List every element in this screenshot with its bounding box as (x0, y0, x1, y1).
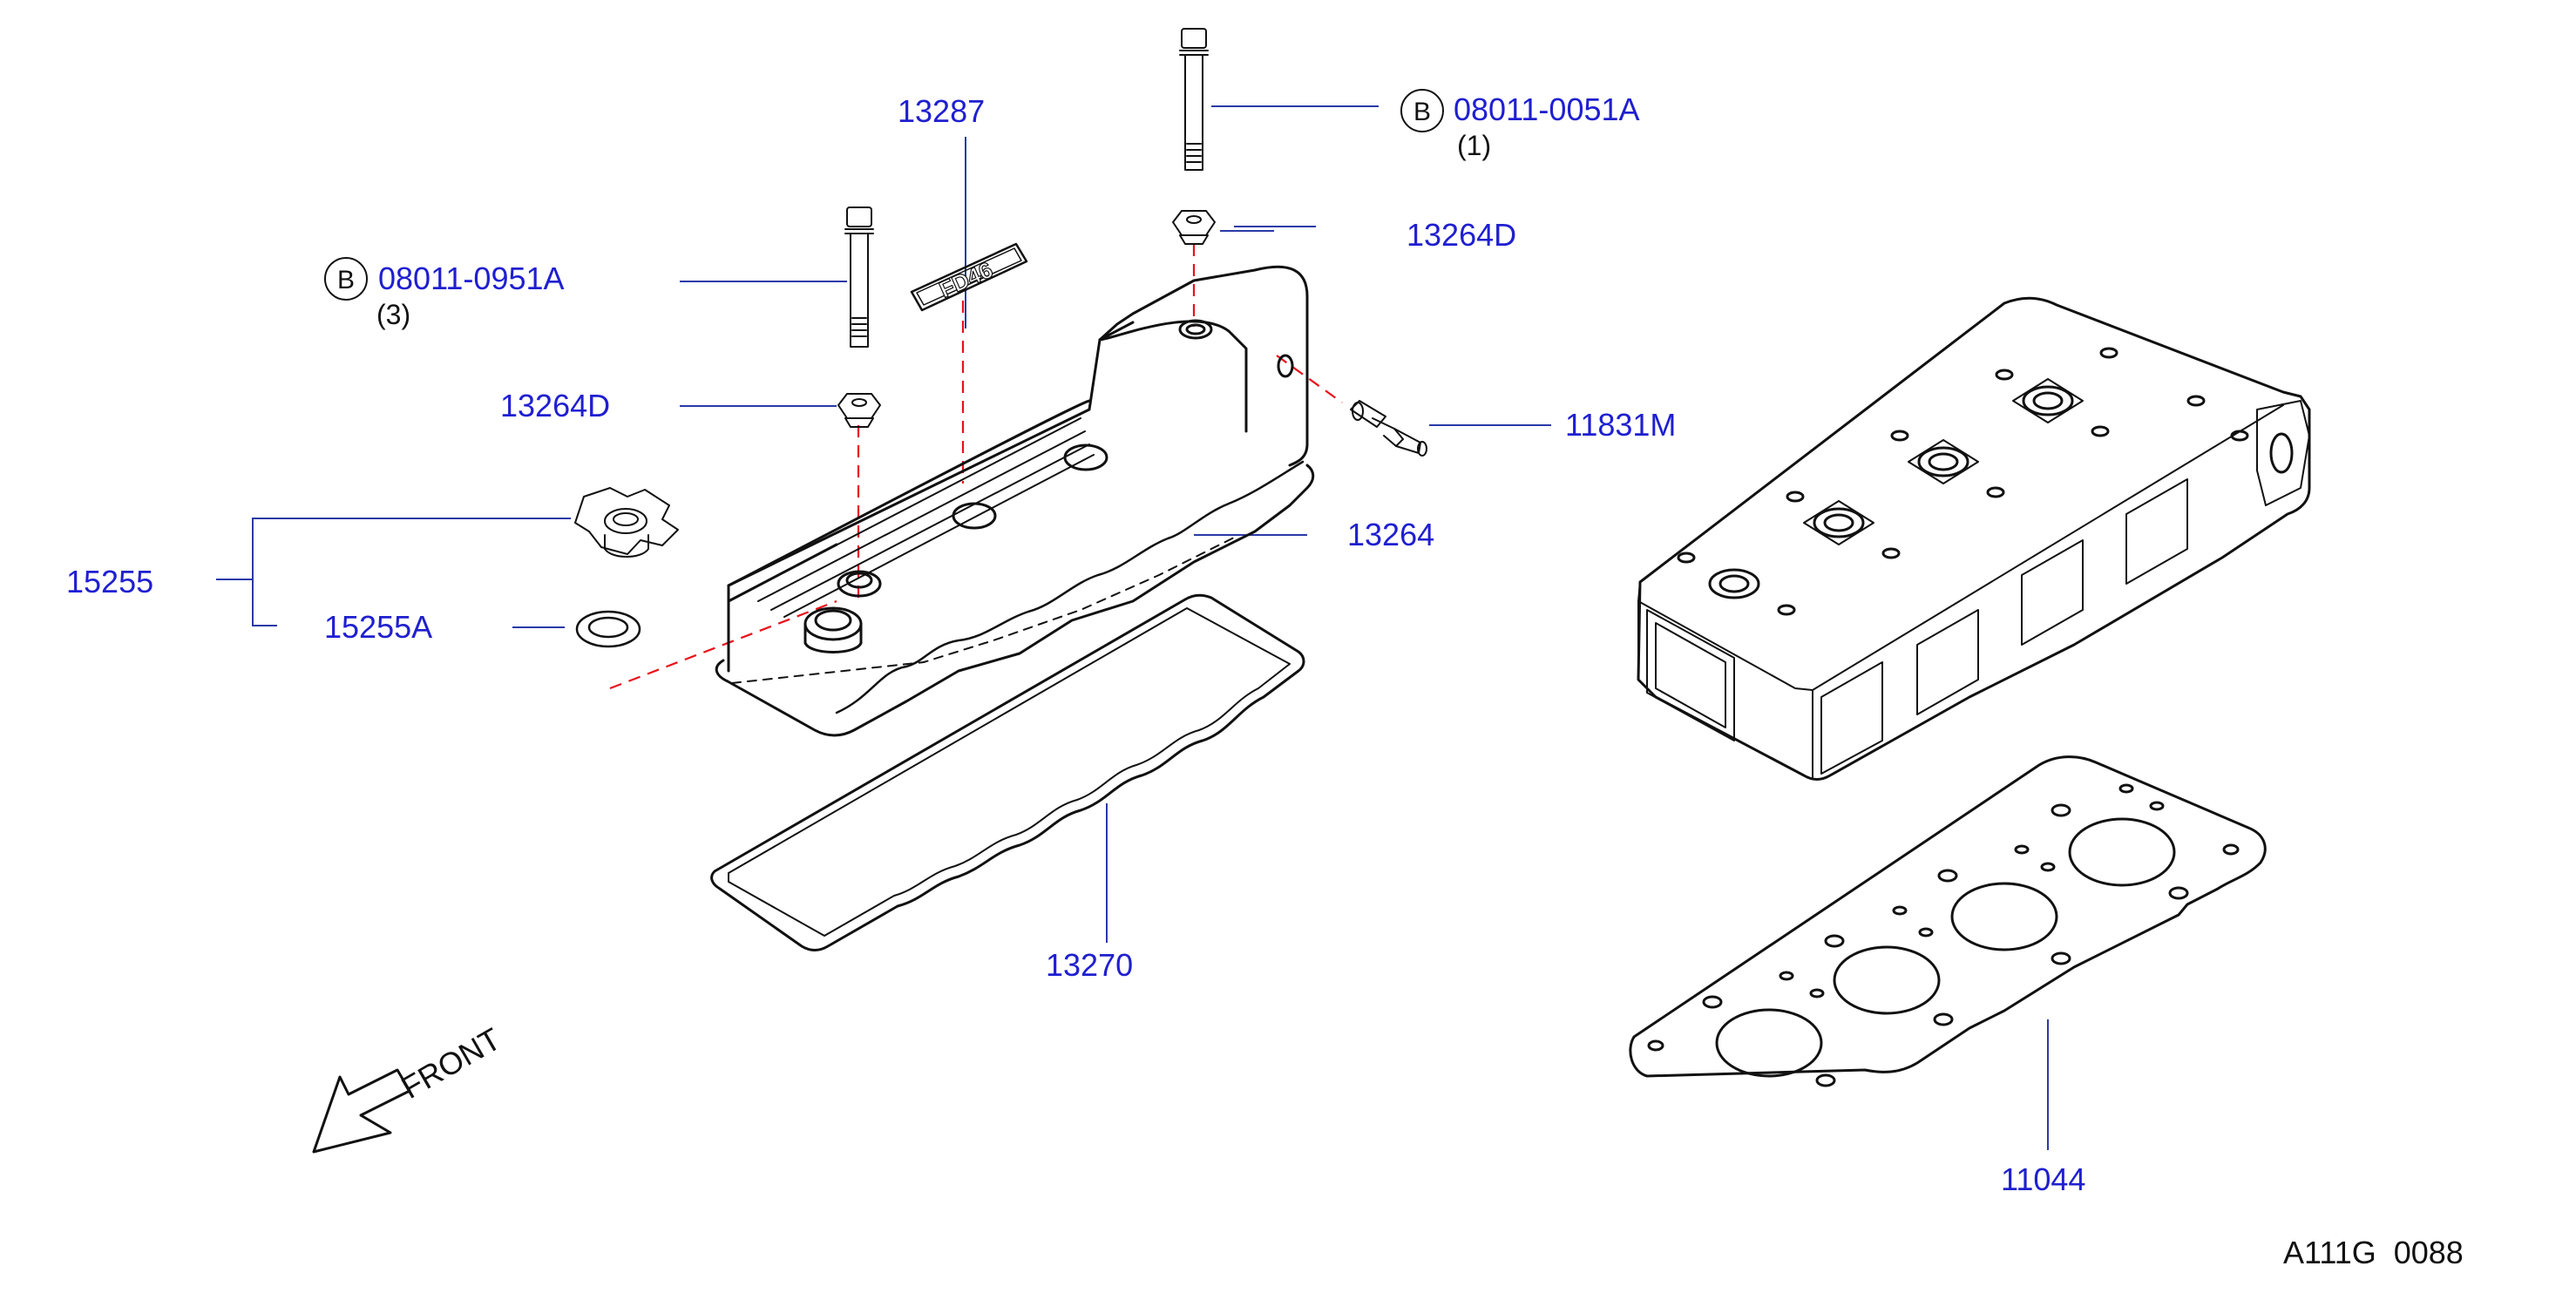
front-label: FRONT (396, 1020, 507, 1106)
qty-bolt-left: (3) (376, 299, 410, 330)
circled-b-icon: B (324, 257, 368, 301)
leader-lines (216, 105, 2049, 1150)
label-08011-0951A[interactable]: 08011-0951A (378, 261, 565, 296)
filler-cap (574, 487, 679, 558)
pcv-valve (1350, 400, 1427, 457)
label-13287[interactable]: 13287 (898, 93, 985, 129)
label-15255[interactable]: 15255 (66, 564, 153, 599)
rocker-cover (715, 265, 1315, 737)
label-11831M[interactable]: 11831M (1565, 407, 1676, 443)
washer-left (837, 393, 881, 428)
quantity-labels: (1) (3) (376, 130, 1491, 330)
bolt-top (1179, 28, 1209, 171)
part-labels: 08011-0051A 08011-0951A 13287 13264D 132… (66, 91, 2085, 1197)
label-13264[interactable]: 13264 (1347, 517, 1434, 552)
filler-cap-seal (575, 610, 641, 648)
label-15255A[interactable]: 15255A (324, 609, 432, 645)
bolt-left-letter: B (337, 266, 355, 294)
cover-gasket (710, 593, 1305, 951)
washer-top (1172, 210, 1216, 245)
diagram-reference: A111G 0088 (2283, 1235, 2464, 1270)
qty-bolt-top: (1) (1457, 130, 1491, 161)
label-13270[interactable]: 13270 (1046, 947, 1133, 983)
label-13264D-top[interactable]: 13264D (1407, 217, 1516, 253)
circled-b-icon: B (1400, 89, 1444, 132)
cylinder-head (1637, 296, 2311, 781)
front-direction-arrow-icon (312, 1068, 411, 1154)
label-13264D-left[interactable]: 13264D (500, 388, 610, 423)
bolt-left (844, 206, 874, 348)
bolt-top-letter: B (1413, 98, 1431, 126)
label-08011-0051A[interactable]: 08011-0051A (1454, 91, 1640, 127)
label-11044[interactable]: 11044 (2001, 1161, 2085, 1197)
head-gasket (1629, 755, 2267, 1087)
ornament-plate: FD46 (910, 242, 1028, 312)
